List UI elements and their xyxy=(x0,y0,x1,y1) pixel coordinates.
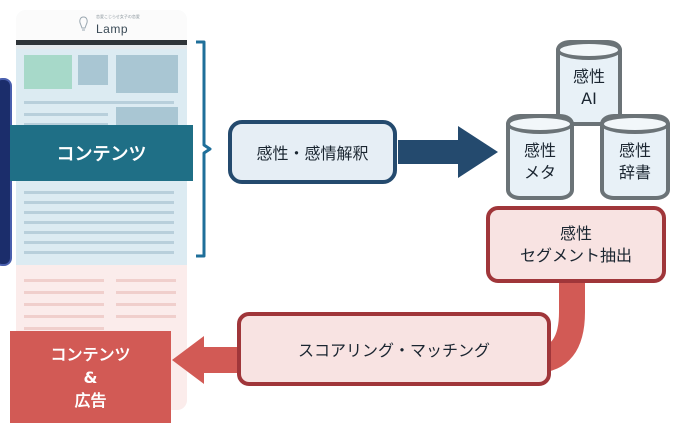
content-label: コンテンツ xyxy=(10,125,193,181)
thumbnail-banner xyxy=(24,55,72,89)
lamp-logo-icon xyxy=(79,16,88,31)
dictionary-database-cylinder: 感性 辞書 xyxy=(600,114,670,200)
bracket-icon xyxy=(196,40,212,258)
thumbnail-header xyxy=(16,10,187,40)
ai-database-cylinder: 感性 AI xyxy=(556,40,622,126)
thumbnail-nav-bar xyxy=(16,40,187,45)
thumbnail-logo-text: Lamp xyxy=(96,22,129,36)
thumbnail-image xyxy=(116,55,178,93)
content-and-ads-box: コンテンツ & 広告 xyxy=(10,331,171,423)
meta-database-cylinder: 感性 メタ xyxy=(506,114,574,200)
thumbnail-sub-nav xyxy=(16,45,187,49)
scoring-matching-box: スコアリング・マッチング xyxy=(237,312,551,386)
segment-extraction-box: 感性 セグメント抽出 xyxy=(486,206,666,283)
thumbnail-image xyxy=(78,55,108,85)
thumbnail-tagline: 恋愛こじらせ女子の恋愛 xyxy=(96,14,140,19)
arrow-right-icon xyxy=(398,126,498,178)
emotion-analysis-box: 感性・感情解釈 xyxy=(228,120,397,184)
